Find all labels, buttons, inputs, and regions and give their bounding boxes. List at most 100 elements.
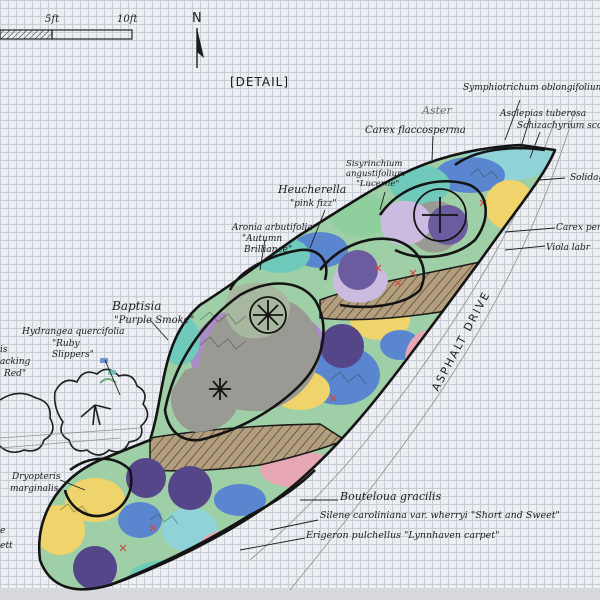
- red-cross: [374, 264, 382, 272]
- scribble: [329, 371, 367, 385]
- label-edge-2: ett: [0, 541, 13, 551]
- baptisia-shrub-symbol: [249, 296, 287, 334]
- shrub-outlines: [0, 368, 149, 456]
- red-cross: [119, 544, 127, 552]
- red-cross: [394, 279, 402, 287]
- label-baptisia-2: "Purple Smoke": [114, 315, 194, 326]
- leader-line: [539, 177, 566, 181]
- color-mark: [100, 358, 108, 363]
- scale-bar-filled: [0, 29, 53, 40]
- hydrangea-star-icon: [80, 404, 112, 426]
- label-hydrangea-3: Slippers": [52, 350, 94, 360]
- label-sisyrinchium-1: Sisyrinchium: [346, 159, 402, 169]
- purple-mass: [73, 546, 117, 590]
- north-arrow-head-icon: [197, 28, 204, 58]
- purple-mass: [126, 458, 166, 498]
- plan-title: [DETAIL]: [230, 75, 289, 89]
- leader-line: [529, 131, 541, 159]
- scale-label-10ft: 10ft: [117, 14, 138, 25]
- label-hydrangea-2: "Ruby: [52, 339, 80, 349]
- pencil-line: [0, 437, 121, 449]
- leader-line: [504, 227, 556, 233]
- dryopteris-group-outline: [63, 457, 133, 518]
- label-schizachyrium: Schizachyrium scop.: [517, 121, 600, 131]
- leader-line: [149, 319, 169, 341]
- north-arrow-letter: N: [192, 11, 202, 26]
- scribble: [199, 311, 247, 325]
- lilac-mass: [380, 201, 432, 246]
- wash-aqua: [162, 508, 218, 552]
- scribble: [59, 503, 89, 515]
- label-cercis-2: acking: [0, 357, 31, 367]
- red-cross: [409, 269, 417, 277]
- label-cercis-1: is: [0, 345, 8, 355]
- label-aronia-3: Brilliance": [243, 245, 292, 255]
- aronia-mass: [224, 282, 290, 339]
- red-cross-marks: [119, 199, 487, 552]
- leader-line: [239, 537, 306, 551]
- shrub-symbols: [209, 188, 467, 400]
- plant-labels: Symphiotrichum oblongifolium Asclepias t…: [0, 83, 600, 551]
- scribble: [469, 168, 499, 180]
- paper-fold: [0, 588, 600, 600]
- label-edge-1: e: [0, 526, 5, 536]
- symphyotrichum-group-outline: [454, 146, 546, 167]
- red-cross: [149, 524, 157, 532]
- baptisia-group-outline: [163, 282, 325, 442]
- label-carex-pens: Carex pens: [556, 223, 600, 233]
- wash-yellow: [485, 180, 535, 230]
- leader-line: [379, 191, 386, 211]
- label-asclepias: Asclepias tuberosa: [499, 109, 586, 119]
- label-symphyotrichum: Symphiotrichum oblongifolium: [463, 83, 600, 93]
- wash-pink: [200, 530, 260, 560]
- label-carex-flaccosperma: Carex flaccosperma: [365, 125, 466, 136]
- leader-line: [504, 99, 521, 141]
- plant-group-outlines: [37, 143, 557, 591]
- color-mark: [108, 370, 116, 375]
- leader-line: [104, 359, 121, 396]
- leader-line: [59, 479, 86, 491]
- carex-group-outline: [378, 179, 487, 259]
- cercis-shrub: [0, 392, 54, 454]
- label-aronia-1: Aronia arbutifolia: [231, 223, 313, 233]
- scale-label-5ft: 5ft: [45, 14, 60, 25]
- leader-line: [259, 239, 266, 271]
- pencil-scribbles: [59, 168, 499, 525]
- label-erigeron: Erigeron pulchellus "Lynnhaven carpet": [305, 530, 499, 541]
- label-dryopteris-2: marginalis: [10, 484, 59, 494]
- label-leader-lines: [59, 99, 566, 551]
- label-silene: Silene caroliniana var. wherryi "Short a…: [320, 510, 560, 521]
- heucherella-group-outline: [318, 237, 426, 309]
- scribble: [149, 513, 179, 525]
- leader-line: [519, 117, 531, 151]
- red-cross: [329, 394, 337, 402]
- label-cercis-3: Red": [3, 369, 26, 379]
- label-aronia-2: "Autumn: [242, 234, 282, 244]
- purple-mass: [320, 324, 364, 368]
- wash-blue: [214, 484, 266, 516]
- label-heucherella-1: Heucherella: [277, 183, 346, 196]
- label-dryopteris-1: Dryopteris: [11, 472, 61, 482]
- leader-line: [504, 245, 546, 251]
- wash-yellow: [39, 505, 85, 555]
- baptisia-star-icon: [253, 300, 283, 330]
- north-arrow: N: [192, 11, 204, 68]
- carex-cross-icon: [422, 197, 458, 233]
- carex-clump-symbol: [413, 188, 467, 242]
- purple-mass: [168, 466, 212, 510]
- purple-mass: [338, 250, 378, 290]
- label-bouteloua: Bouteloua gracilis: [339, 490, 442, 503]
- label-sisyrinchium-2: angustifolium: [346, 169, 405, 179]
- shrub-star-icon: [209, 378, 231, 400]
- label-viola: Viola labr: [546, 243, 591, 253]
- scale-bar: 5ft 10ft: [0, 14, 138, 40]
- wash-blue: [118, 502, 162, 538]
- erigeron-group-outline: [109, 469, 316, 587]
- label-baptisia-1: Baptisia: [111, 299, 161, 313]
- leader-line: [309, 209, 326, 249]
- leader-line: [269, 519, 319, 531]
- scribble: [199, 336, 247, 350]
- label-sisyrinchium-3: "Lucerne": [356, 179, 399, 189]
